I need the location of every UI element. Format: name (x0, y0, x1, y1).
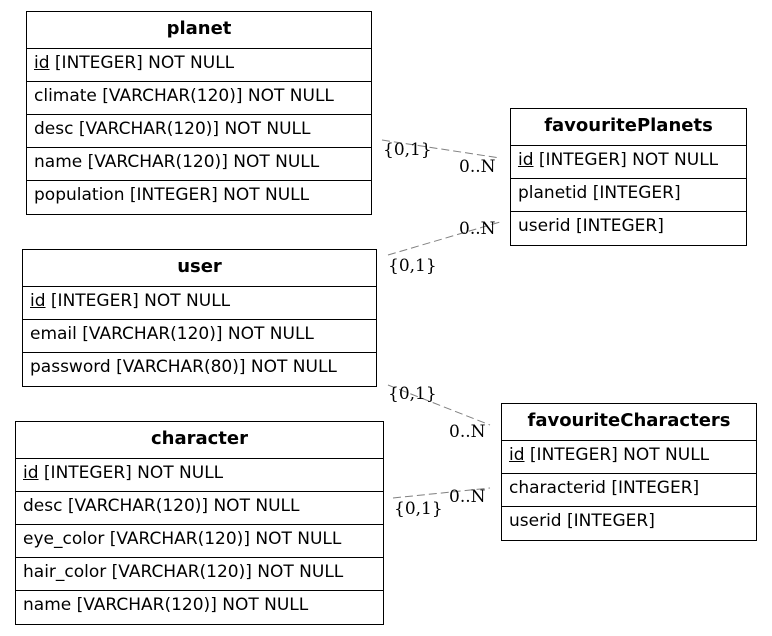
column-definition: planetid [INTEGER] (518, 183, 681, 203)
card-user-favouriteplanets-to: 0..N (459, 219, 496, 239)
column-row: id [INTEGER] NOT NULL (16, 459, 383, 492)
primary-key: id (23, 463, 39, 483)
entity-title: character (16, 422, 383, 459)
column-row: desc [VARCHAR(120)] NOT NULL (27, 115, 371, 148)
column-definition: password [VARCHAR(80)] NOT NULL (30, 357, 337, 377)
column-row: id [INTEGER] NOT NULL (23, 287, 376, 320)
card-planet-favouriteplanets-to: 0..N (459, 157, 496, 177)
edge-user-favouriteplanets (387, 221, 501, 256)
column-definition: userid [INTEGER] (509, 511, 655, 531)
primary-key: id (30, 291, 46, 311)
column-row: eye_color [VARCHAR(120)] NOT NULL (16, 525, 383, 558)
card-planet-favouriteplanets-from: {0,1} (383, 140, 432, 160)
column-row: id [INTEGER] NOT NULL (27, 49, 371, 82)
edge-planet-favouriteplanets (381, 139, 501, 159)
card-character-favouritecharacters-to: 0..N (449, 487, 486, 507)
card-user-favouriteplanets-from: {0,1} (388, 256, 437, 276)
column-row: climate [VARCHAR(120)] NOT NULL (27, 82, 371, 115)
column-definition: email [VARCHAR(120)] NOT NULL (30, 324, 314, 344)
card-user-favouritecharacters-from: {0,1} (388, 384, 437, 404)
column-definition: [INTEGER] NOT NULL (45, 291, 231, 311)
entity-planet[interactable]: planet id [INTEGER] NOT NULL climate [VA… (26, 11, 372, 215)
column-row: id [INTEGER] NOT NULL (502, 441, 756, 474)
column-row: email [VARCHAR(120)] NOT NULL (23, 320, 376, 353)
primary-key: id (518, 150, 534, 170)
column-definition: name [VARCHAR(120)] NOT NULL (34, 152, 320, 172)
entity-favouriteplanets[interactable]: favouritePlanets id [INTEGER] NOT NULL p… (510, 108, 747, 246)
entity-title: planet (27, 12, 371, 49)
edge-user-favouritecharacters (387, 384, 491, 426)
card-user-favouritecharacters-to: 0..N (449, 422, 486, 442)
edge-character-favouritecharacters (392, 487, 491, 499)
primary-key: id (34, 53, 50, 73)
entity-favouritecharacters[interactable]: favouriteCharacters id [INTEGER] NOT NUL… (501, 403, 757, 541)
primary-key: id (509, 445, 525, 465)
entity-title: favouritePlanets (511, 109, 746, 146)
entity-title: favouriteCharacters (502, 404, 756, 441)
column-definition: desc [VARCHAR(120)] NOT NULL (34, 119, 311, 139)
entity-title: user (23, 250, 376, 287)
column-definition: climate [VARCHAR(120)] NOT NULL (34, 86, 334, 106)
column-definition: eye_color [VARCHAR(120)] NOT NULL (23, 529, 342, 549)
card-character-favouritecharacters-from: {0,1} (394, 499, 443, 519)
column-row: planetid [INTEGER] (511, 179, 746, 212)
entity-character[interactable]: character id [INTEGER] NOT NULL desc [VA… (15, 421, 384, 625)
column-definition: name [VARCHAR(120)] NOT NULL (23, 595, 309, 615)
column-definition: desc [VARCHAR(120)] NOT NULL (23, 496, 300, 516)
column-definition: [INTEGER] NOT NULL (49, 53, 235, 73)
column-row: password [VARCHAR(80)] NOT NULL (23, 353, 376, 386)
column-definition: [INTEGER] NOT NULL (524, 445, 710, 465)
column-definition: characterid [INTEGER] (509, 478, 700, 498)
column-row: userid [INTEGER] (502, 507, 756, 540)
column-row: id [INTEGER] NOT NULL (511, 146, 746, 179)
column-row: name [VARCHAR(120)] NOT NULL (27, 148, 371, 181)
column-row: desc [VARCHAR(120)] NOT NULL (16, 492, 383, 525)
column-definition: [INTEGER] NOT NULL (533, 150, 719, 170)
column-row: characterid [INTEGER] (502, 474, 756, 507)
column-definition: population [INTEGER] NOT NULL (34, 185, 310, 205)
column-definition: hair_color [VARCHAR(120)] NOT NULL (23, 562, 344, 582)
entity-user[interactable]: user id [INTEGER] NOT NULL email [VARCHA… (22, 249, 377, 387)
column-definition: [INTEGER] NOT NULL (38, 463, 224, 483)
column-row: hair_color [VARCHAR(120)] NOT NULL (16, 558, 383, 591)
column-row: name [VARCHAR(120)] NOT NULL (16, 591, 383, 624)
column-row: userid [INTEGER] (511, 212, 746, 245)
column-row: population [INTEGER] NOT NULL (27, 181, 371, 214)
column-definition: userid [INTEGER] (518, 216, 664, 236)
